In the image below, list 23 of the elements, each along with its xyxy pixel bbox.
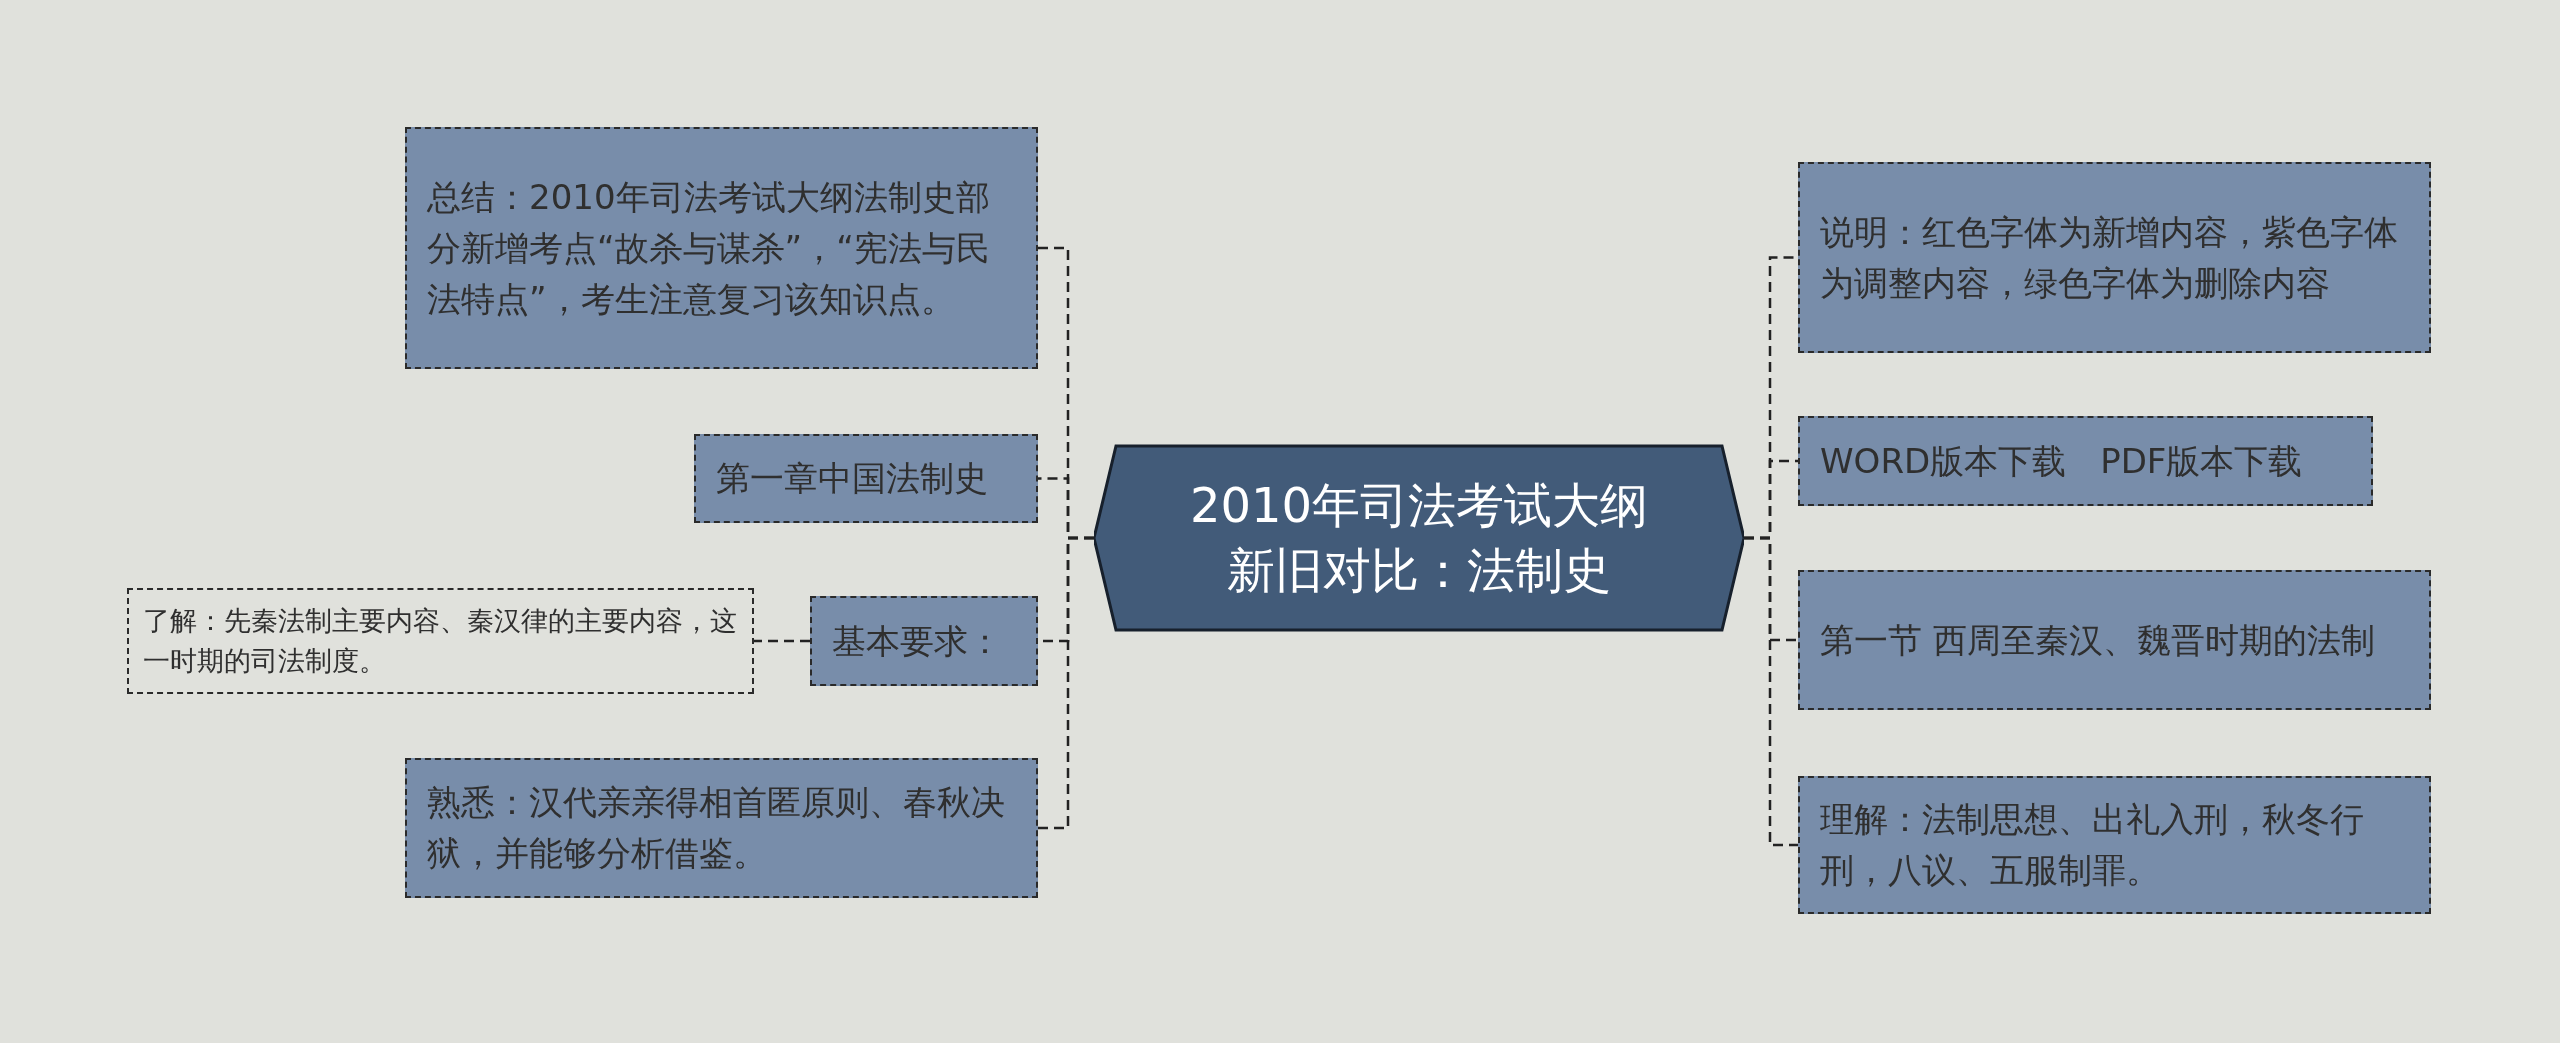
topic-box (810, 596, 1038, 686)
topic-box (1798, 570, 2431, 710)
topic-box (1798, 776, 2431, 914)
topic-box (405, 758, 1038, 898)
topic-text: 第一章中国法制史 (716, 457, 988, 500)
topic-box (1798, 416, 2373, 506)
topic-box (694, 434, 1038, 523)
topic-text: 了解：先秦法制主要内容、秦汉律的主要内容，这一时期的司法制度。 (143, 603, 738, 678)
topic-text: 熟悉：汉代亲亲得相首匿原则、春秋决狱，并能够分析借鉴。 (427, 781, 1006, 875)
topic-text: WORD版本下载 PDF版本下载 (1820, 439, 2303, 483)
topic-box (405, 127, 1038, 369)
topic-text: 说明：红色字体为新增内容，紫色字体为调整内容，绿色字体为删除内容 (1820, 210, 2399, 305)
connector-line (1744, 536, 1798, 847)
topic-text: 基本要求： (832, 619, 1002, 663)
central-topic-text: 2010年司法考试大纲新旧对比：法制史 (1188, 476, 1650, 600)
note-box (127, 588, 754, 694)
connector-line (754, 639, 810, 643)
topic-box (1798, 162, 2431, 353)
topic-text: 第一节 西周至秦汉、魏晋时期的法制 (1820, 618, 2375, 662)
topic-text: 总结：2010年司法考试大纲法制史部分新增考点“故杀与谋杀”，“宪法与民法特点”，考生注意复习该知识点。 (427, 175, 991, 321)
connector-line (1038, 536, 1094, 830)
topic-text: 理解：法制思想、出礼入刑，秋冬行刑，八议、五服制罪。 (1820, 798, 2365, 892)
topic-hexagon (1094, 444, 1744, 632)
